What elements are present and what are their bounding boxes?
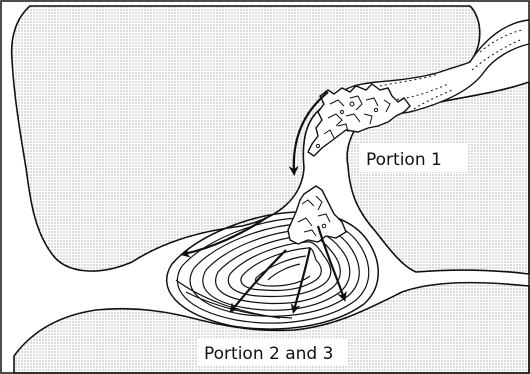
portion-2-3-label: Portion 2 and 3: [204, 344, 333, 364]
portion-1-label: Portion 1: [366, 150, 442, 170]
